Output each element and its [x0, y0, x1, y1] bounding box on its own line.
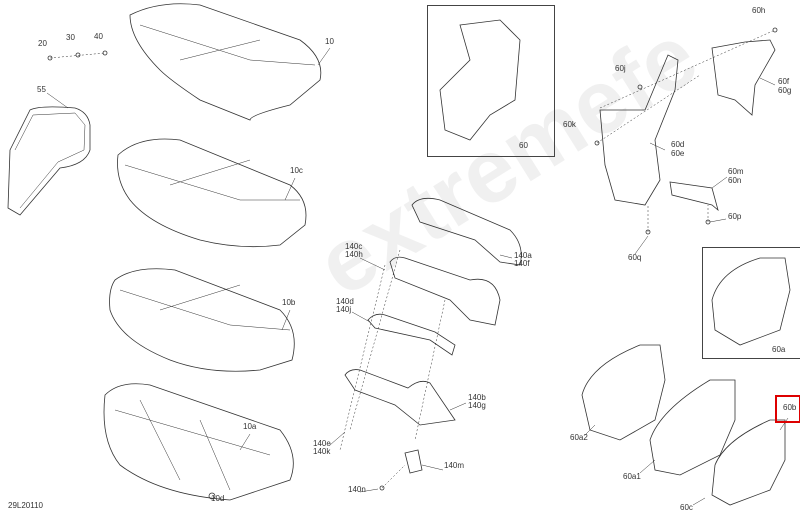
label-140n[interactable]: 140n	[348, 485, 366, 494]
bracket-60m-60n	[669, 181, 719, 212]
label-140m[interactable]: 140m	[444, 461, 465, 470]
label-140f[interactable]: 140f	[514, 259, 530, 268]
fastener-10d	[208, 492, 216, 500]
diagram-id: 29L20110	[8, 501, 43, 510]
label-10[interactable]: 10	[325, 37, 334, 46]
inset-box-60	[427, 5, 555, 157]
label-60c[interactable]: 60c	[680, 503, 693, 512]
clip-140m	[404, 449, 423, 474]
backrest-60	[439, 19, 521, 141]
handle-140b-140g	[344, 369, 456, 426]
label-40[interactable]: 40	[94, 32, 103, 41]
inset-box-60a	[702, 247, 800, 359]
label-60j[interactable]: 60j	[615, 64, 626, 73]
screw-60k	[594, 140, 600, 146]
label-20[interactable]: 20	[38, 39, 47, 48]
label-140a[interactable]: 140a	[514, 251, 532, 260]
label-10d[interactable]: 10d	[211, 494, 225, 503]
label-60g[interactable]: 60g	[778, 86, 792, 95]
label-140c[interactable]: 140c	[345, 242, 363, 251]
label-60n[interactable]: 60n	[728, 176, 742, 185]
backrest-60a2	[581, 344, 666, 441]
label-140e[interactable]: 140e	[313, 439, 331, 448]
label-60a[interactable]: 60a	[772, 345, 786, 354]
label-60[interactable]: 60	[519, 141, 528, 150]
label-30[interactable]: 30	[66, 33, 75, 42]
backrest-60a1	[649, 379, 736, 476]
label-10c[interactable]: 10c	[290, 166, 303, 175]
bracket-60d-60e	[599, 54, 679, 206]
label-60q[interactable]: 60q	[628, 253, 642, 262]
label-60e[interactable]: 60e	[671, 149, 685, 158]
seat-10c	[117, 138, 307, 248]
label-140g[interactable]: 140g	[468, 401, 486, 410]
label-60m[interactable]: 60m	[728, 167, 744, 176]
cover-60f-60g	[711, 39, 776, 116]
label-140h[interactable]: 140h	[345, 250, 363, 259]
label-55[interactable]: 55	[37, 85, 46, 94]
label-60k[interactable]: 60k	[563, 120, 576, 129]
backrest-60a	[711, 257, 791, 346]
label-60d[interactable]: 60d	[671, 140, 685, 149]
backrest-60b	[711, 419, 786, 506]
label-140k[interactable]: 140k	[313, 447, 331, 456]
label-60f[interactable]: 60f	[778, 77, 790, 86]
frame-55	[7, 106, 91, 216]
handle-140a-140f	[411, 197, 522, 266]
label-10b[interactable]: 10b	[282, 298, 296, 307]
label-140d[interactable]: 140d	[336, 297, 354, 306]
screw-60h	[772, 27, 778, 33]
handle-140c-140h	[389, 256, 501, 326]
label-60b[interactable]: 60b	[783, 403, 797, 412]
label-60a1[interactable]: 60a1	[623, 472, 641, 481]
handle-140d-140j	[367, 313, 456, 356]
label-60a2[interactable]: 60a2	[570, 433, 588, 442]
label-140b[interactable]: 140b	[468, 393, 486, 402]
screw-60j	[637, 84, 643, 90]
label-60p[interactable]: 60p	[728, 212, 742, 221]
base-10a	[103, 383, 294, 501]
seat-10	[129, 3, 322, 121]
label-60h[interactable]: 60h	[752, 6, 766, 15]
label-10a[interactable]: 10a	[243, 422, 257, 431]
washer-30	[75, 52, 81, 58]
label-140j[interactable]: 140j	[336, 305, 352, 314]
seat-10b	[109, 268, 295, 372]
screw-140n	[379, 485, 385, 491]
